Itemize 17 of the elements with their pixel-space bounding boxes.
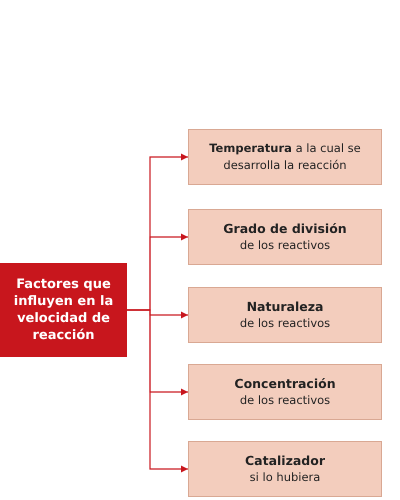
factor-heading: Catalizador xyxy=(245,452,325,469)
box-text: si lo hubiera xyxy=(250,469,320,486)
factor-box xyxy=(188,441,382,497)
factor-box xyxy=(188,129,382,185)
box-text: de los reactivos xyxy=(240,315,330,332)
factor-box xyxy=(188,364,382,420)
factor-heading: Naturaleza xyxy=(246,298,324,315)
factor-heading: Grado de división xyxy=(223,220,347,237)
factor-box xyxy=(188,209,382,265)
factor-heading: Concentración xyxy=(234,375,336,392)
main-topic-box xyxy=(0,263,127,357)
box-text: de los reactivos xyxy=(240,392,330,409)
box-text: Factores que influyen en la velocidad de reacción xyxy=(12,276,114,344)
factor-box xyxy=(188,287,382,343)
box-text: Temperatura a la cual se desarrolla la reacción xyxy=(208,140,362,174)
connector-arrow xyxy=(127,309,188,472)
box-text: de los reactivos xyxy=(240,237,330,254)
